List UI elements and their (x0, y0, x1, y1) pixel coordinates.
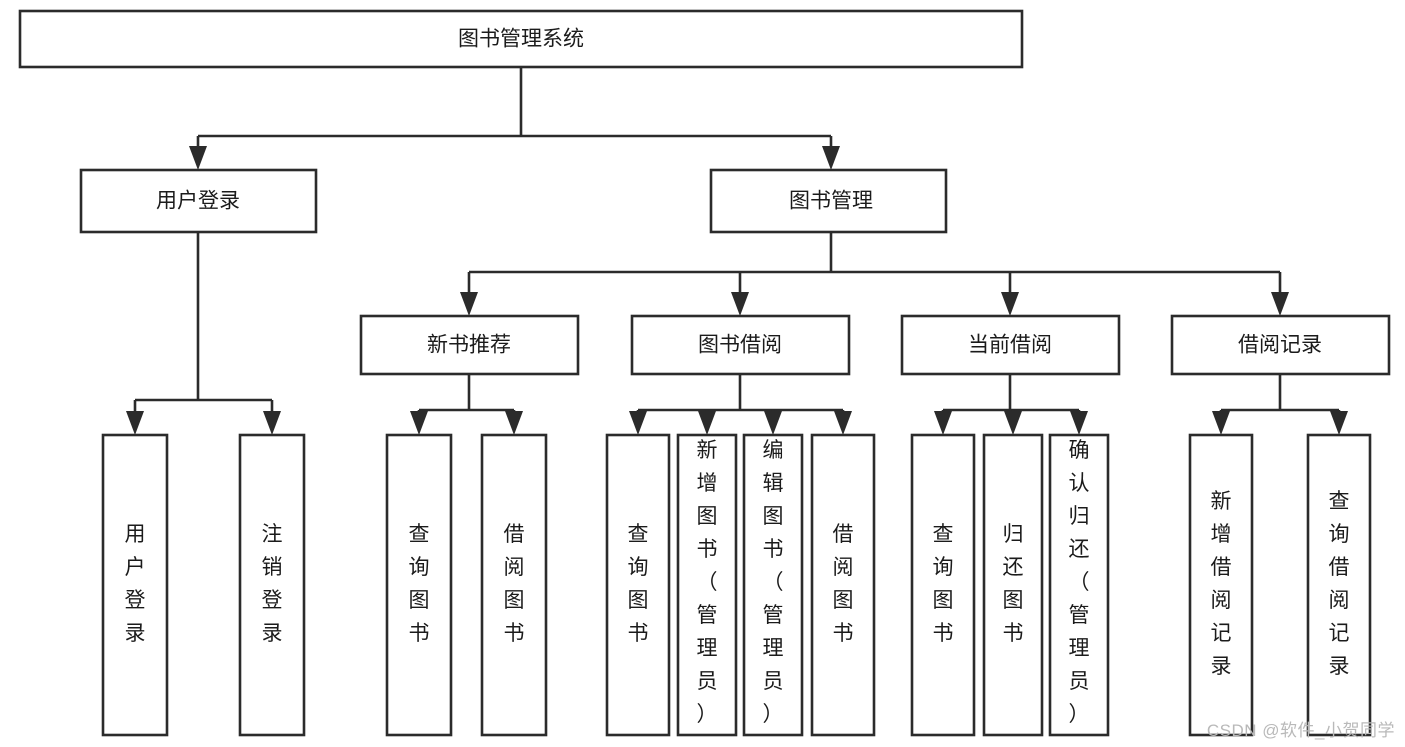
node-current-borrow[interactable]: 当前借阅 (900, 314, 1121, 376)
node-leaf-logout[interactable]: 注销登录 (238, 433, 306, 737)
connector-book-management-to-level3 (460, 232, 1289, 316)
node-leaf-user-login-label: 用户登录 (125, 523, 146, 645)
node-leaf-borrow-book-2-label: 借阅图书 (833, 523, 854, 645)
connector-user-login-to-leaves (126, 232, 281, 435)
node-leaf-return-book[interactable]: 归还图书 (982, 433, 1044, 737)
node-leaf-logout-label: 注销登录 (262, 523, 283, 645)
node-new-book-recommend[interactable]: 新书推荐 (359, 314, 580, 376)
node-leaf-return-book-label: 归还图书 (1003, 523, 1024, 645)
connector-layer (126, 67, 1348, 435)
node-leaf-add-book-admin[interactable]: 新增图书（管理员） (676, 433, 738, 737)
node-leaf-query-book-3-label: 查询图书 (933, 523, 954, 645)
connector-current-borrow-to-leaves (934, 374, 1088, 435)
node-leaf-query-book-2-label: 查询图书 (628, 523, 649, 645)
node-leaf-add-borrow-record-label: 新增借阅记录 (1211, 490, 1232, 678)
node-leaf-borrow-book-1[interactable]: 借阅图书 (480, 433, 548, 737)
csdn-watermark: CSDN @软件_小贺同学 (1206, 721, 1395, 740)
node-current-borrow-label: 当前借阅 (968, 334, 1052, 357)
node-leaf-confirm-return-admin[interactable]: 确认归还（管理员） (1048, 433, 1110, 737)
node-leaf-edit-book-admin-label: 编辑图书（管理员） (763, 439, 784, 726)
node-new-book-recommend-label: 新书推荐 (427, 334, 511, 357)
node-root-label: 图书管理系统 (458, 28, 584, 51)
connector-book-borrow-to-leaves (629, 374, 852, 435)
node-leaf-borrow-book-2[interactable]: 借阅图书 (810, 433, 876, 737)
node-leaf-borrow-book-1-label: 借阅图书 (504, 523, 525, 645)
node-leaf-query-borrow-record-label: 查询借阅记录 (1329, 490, 1350, 678)
node-book-borrow[interactable]: 图书借阅 (630, 314, 851, 376)
node-leaf-query-book-2[interactable]: 查询图书 (605, 433, 671, 737)
node-borrow-record-label: 借阅记录 (1238, 334, 1322, 357)
node-book-management[interactable]: 图书管理 (709, 168, 948, 234)
node-leaf-add-book-admin-label: 新增图书（管理员） (697, 439, 718, 726)
node-borrow-record[interactable]: 借阅记录 (1170, 314, 1391, 376)
connector-borrow-record-to-leaves (1212, 374, 1348, 435)
connector-root-to-level2 (189, 67, 840, 170)
node-leaf-query-book-3[interactable]: 查询图书 (910, 433, 976, 737)
node-book-management-label: 图书管理 (789, 190, 873, 213)
node-user-login-label: 用户登录 (156, 190, 240, 213)
node-layer: 图书管理系统 用户登录 图书管理 新书推荐 图书借阅 (18, 9, 1391, 737)
node-leaf-query-book-1[interactable]: 查询图书 (385, 433, 453, 737)
node-leaf-confirm-return-admin-label: 确认归还（管理员） (1069, 439, 1090, 726)
node-leaf-query-borrow-record[interactable]: 查询借阅记录 (1306, 433, 1372, 737)
node-leaf-user-login[interactable]: 用户登录 (101, 433, 169, 737)
node-user-login[interactable]: 用户登录 (79, 168, 318, 234)
node-book-borrow-label: 图书借阅 (698, 334, 782, 357)
node-leaf-query-book-1-label: 查询图书 (409, 523, 430, 645)
node-root[interactable]: 图书管理系统 (18, 9, 1024, 69)
node-leaf-add-borrow-record[interactable]: 新增借阅记录 (1188, 433, 1254, 737)
connector-new-book-recommend-to-leaves (410, 374, 523, 435)
node-leaf-edit-book-admin[interactable]: 编辑图书（管理员） (742, 433, 804, 737)
